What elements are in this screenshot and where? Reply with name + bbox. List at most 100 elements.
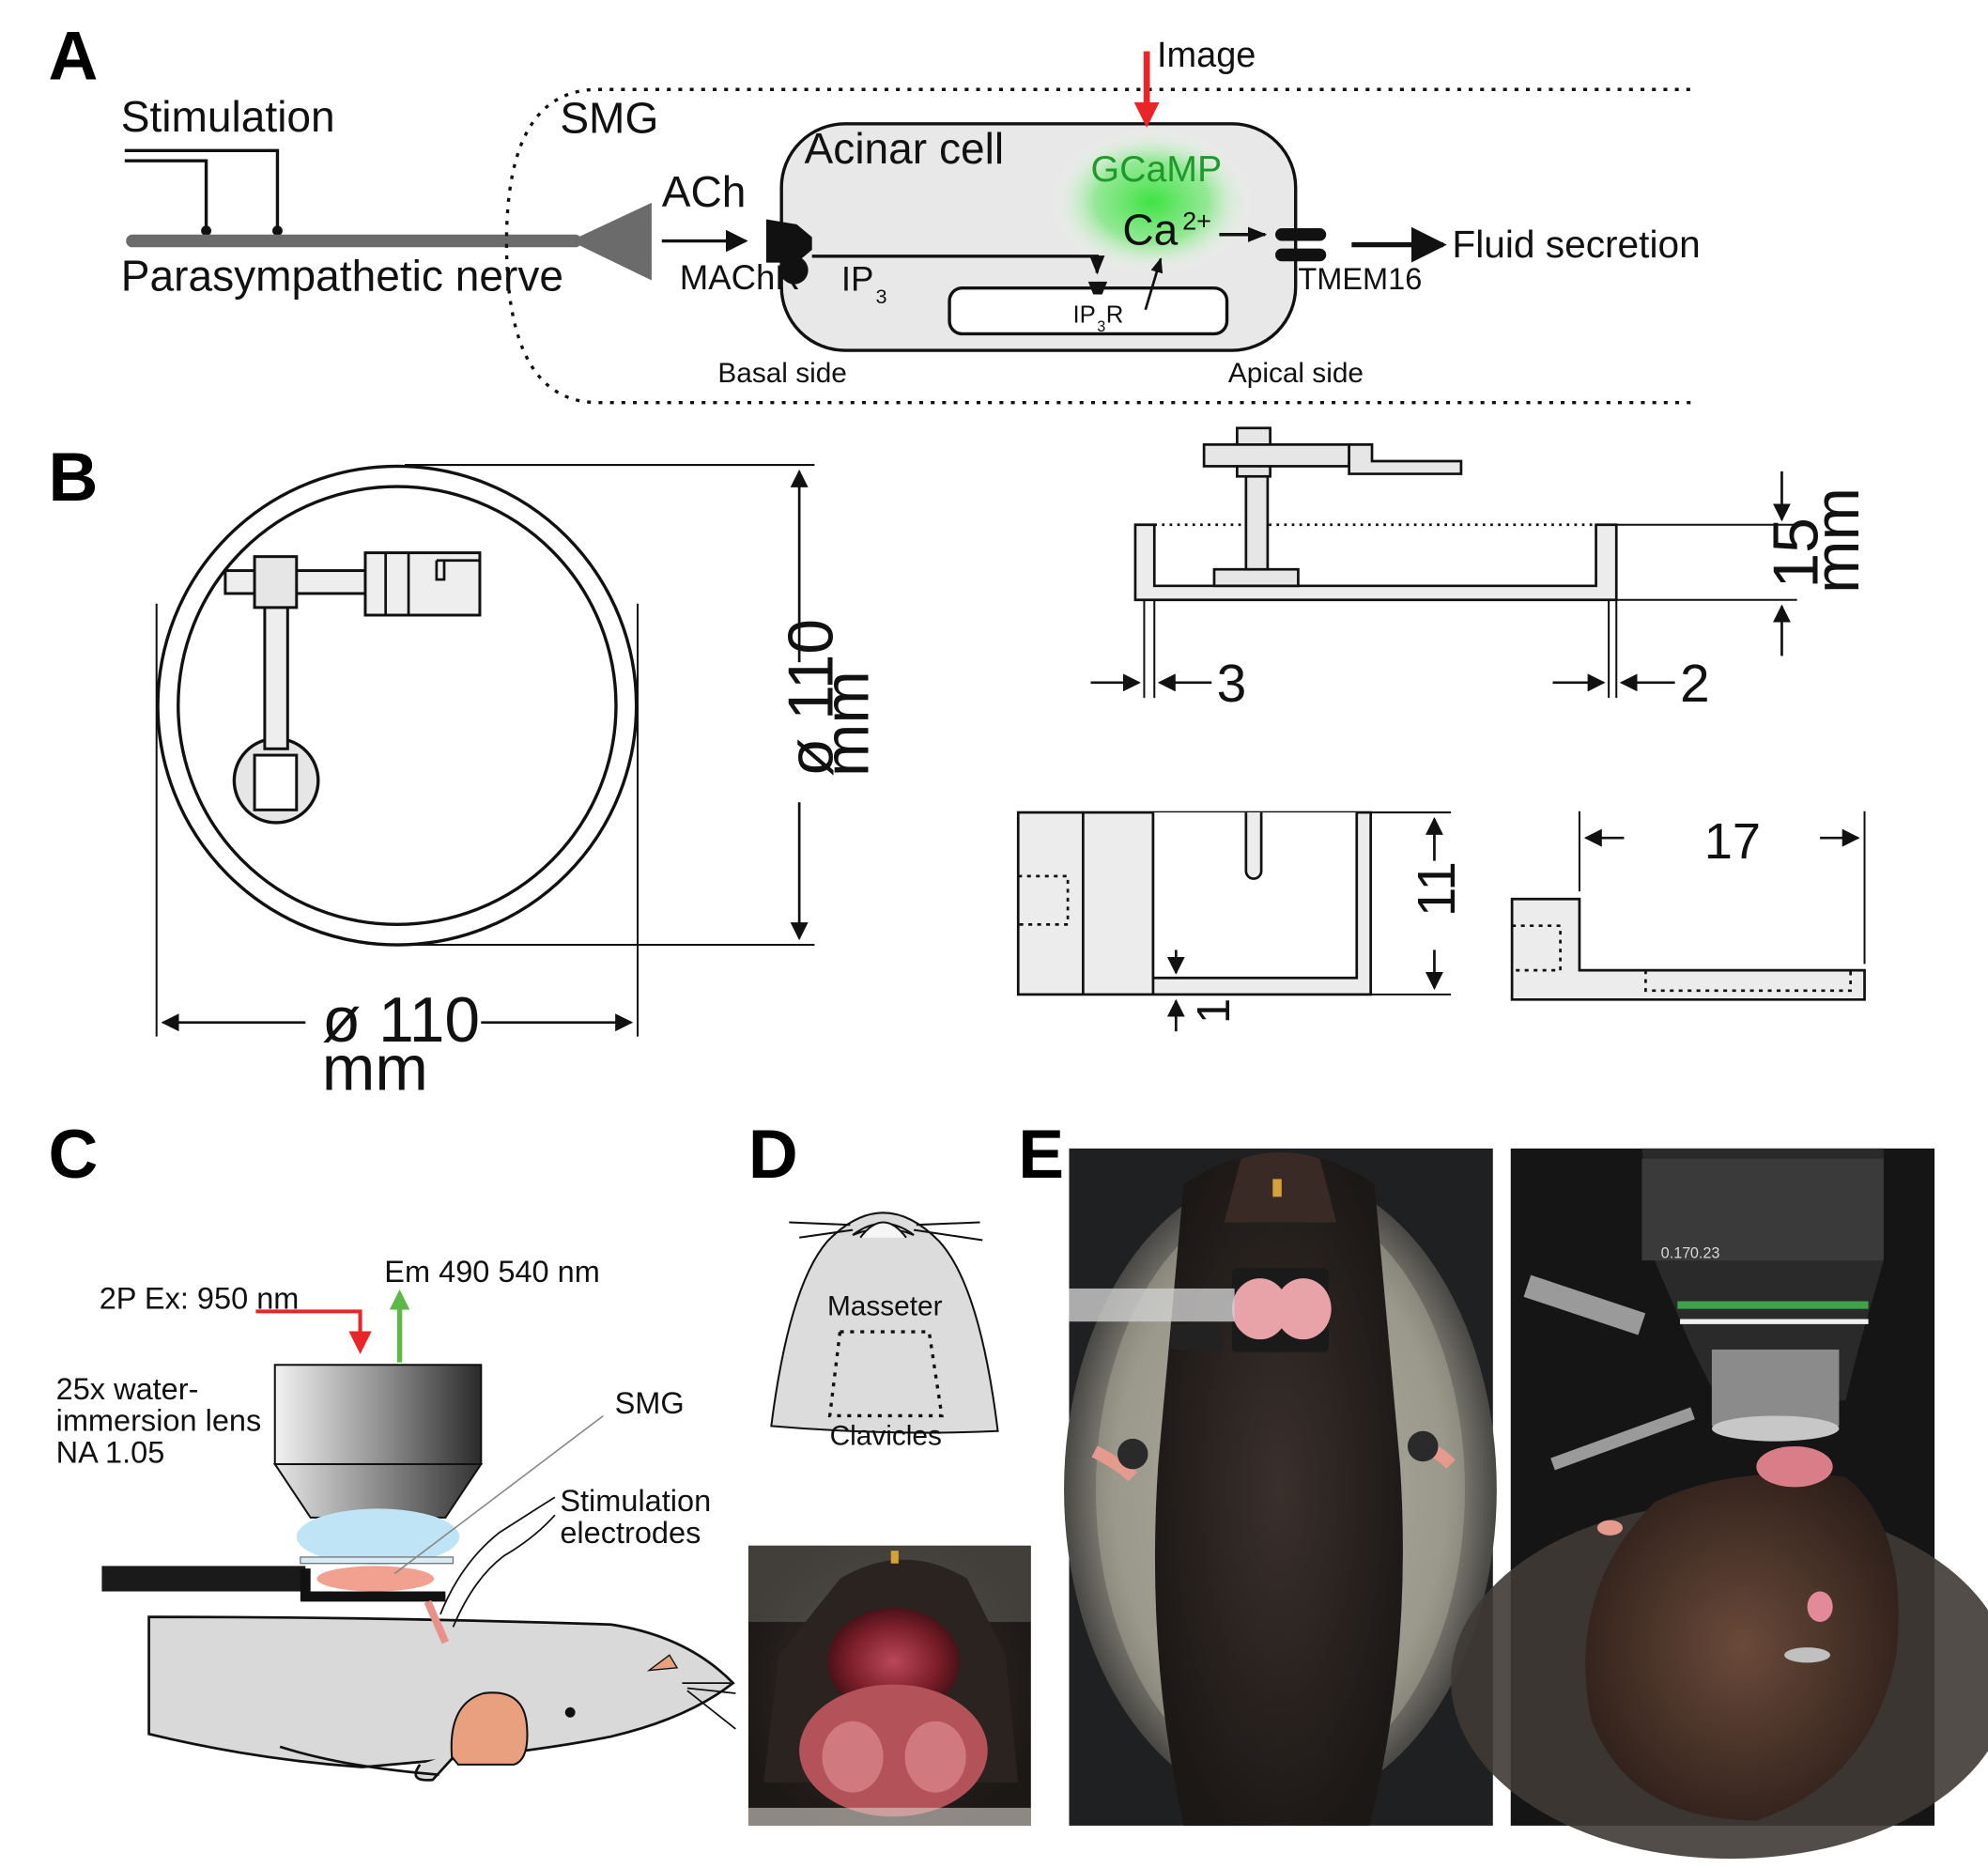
panel-a: A Stimulation Parasympathetic nerve SMG … <box>49 17 1701 405</box>
fluid-secretion-label: Fluid secretion <box>1452 223 1700 266</box>
cover-glass <box>300 1556 455 1565</box>
clamp-thickness: 1 <box>1189 998 1240 1024</box>
panel-e: E 0.17 0.23 <box>1018 1116 1988 1860</box>
stimulation-label: Stimulation <box>121 92 335 141</box>
post-clamp-block <box>253 555 299 610</box>
clamp-hidden-hole <box>1018 874 1070 926</box>
gcamp-label: GCaMP <box>1091 148 1223 190</box>
l-bar-hidden-hole <box>1512 924 1562 972</box>
machr-label: MAChR <box>680 258 800 297</box>
lens-label-3: NA 1.05 <box>56 1436 165 1470</box>
mouse-head-ventral <box>770 1212 999 1434</box>
ip3-arrow <box>811 255 1105 275</box>
acinar-cell-label: Acinar cell <box>805 124 1005 173</box>
electrode-contact-1 <box>201 225 211 237</box>
bar-length: 17 <box>1704 813 1761 870</box>
objective-body <box>273 1364 483 1466</box>
tmem16-label: TMEM16 <box>1298 262 1422 296</box>
objective-marking-2: 0.23 <box>1690 1244 1720 1261</box>
nerve-terminal <box>570 202 652 281</box>
post-bar-side <box>1202 443 1350 468</box>
smg-leader <box>393 1414 604 1575</box>
panel-d: D Masseter Clavicles <box>747 1116 1031 1826</box>
excitation-label: 2P Ex: 950 nm <box>100 1282 300 1316</box>
photo-microscope-setup: 0.17 0.23 <box>1451 1148 1988 1860</box>
dish-depth-unit: mm <box>1802 487 1872 594</box>
water-droplet <box>296 1508 460 1566</box>
photo-mouse-incision <box>747 1545 1031 1826</box>
wall-left-thickness: 3 <box>1217 654 1247 714</box>
clavicles-label: Clavicles <box>830 1421 942 1452</box>
objective-white-ring <box>1680 1319 1869 1324</box>
photo-mouse-on-stage <box>1064 1148 1497 1826</box>
dish-side-view <box>1133 523 1618 602</box>
objective-green-ring <box>1677 1301 1869 1309</box>
l-bar-side-view <box>1510 897 1866 1001</box>
smg-label: SMG <box>560 93 658 142</box>
dish-diameter-vertical: ø 110 <box>776 619 846 777</box>
smg-label-c: SMG <box>615 1386 685 1420</box>
masseter-label: Masseter <box>827 1290 943 1321</box>
gcamp-glow <box>1050 127 1254 276</box>
endoplasmic-reticulum <box>948 286 1229 336</box>
post-base-side <box>1212 567 1300 588</box>
image-label: Image <box>1157 36 1256 75</box>
stim-electrode-wire-2 <box>439 1496 556 1615</box>
ip3r-label-b: R <box>1106 301 1124 328</box>
dish-diameter-horizontal-unit: mm <box>322 1034 428 1104</box>
ip3-label: IP <box>841 259 874 298</box>
lens-label-1: 25x water- <box>56 1372 199 1406</box>
objective-nose <box>272 1462 484 1519</box>
stim-electrode-wire-1 <box>452 1514 556 1628</box>
smg-boundary <box>504 87 1698 405</box>
nerve-label: Parasympathetic nerve <box>121 251 563 300</box>
ip3r-label-a: IP <box>1073 301 1096 328</box>
stimulation-wires <box>124 148 280 231</box>
calcium-charge: 2+ <box>1182 206 1211 235</box>
l-bar-hidden-slot <box>1644 970 1852 993</box>
incision-outline <box>827 1330 944 1418</box>
smg-tissue <box>316 1566 435 1592</box>
panel-c: C 2P Ex: 950 nm Em 490 540 nm 25x water-… <box>49 1116 736 1782</box>
excitation-arrow <box>255 1309 372 1354</box>
objective-marking-1: 0.17 <box>1661 1244 1691 1261</box>
mouse-nose <box>646 1654 679 1672</box>
ip3r-label-sub: 3 <box>1097 318 1105 335</box>
clamp-notch <box>1244 812 1263 880</box>
mouse-ear <box>450 1691 529 1766</box>
exposed-smg-tissue <box>424 1599 450 1644</box>
head-plate-holder-top <box>363 551 482 617</box>
wall-right-thickness: 2 <box>1680 654 1710 714</box>
lens-label-2: immersion lens <box>56 1404 262 1438</box>
stim-electrodes-label-1: Stimulation <box>560 1484 711 1518</box>
tmem16-channel-bottom <box>1275 248 1327 262</box>
ip3-receptor <box>1087 281 1108 295</box>
ip3-sub: 3 <box>875 285 886 308</box>
panel-c-label: C <box>49 1116 99 1193</box>
panel-b: B ø 110 mm ø 110 mm <box>49 426 1872 1104</box>
post-arm-vertical <box>263 605 289 750</box>
dish-diameter-vertical-unit: mm <box>811 671 882 777</box>
ach-label: ACh <box>662 167 747 216</box>
machr-receptor <box>765 219 812 263</box>
plate-holder <box>300 1568 446 1602</box>
apical-side-label: Apical side <box>1228 358 1364 389</box>
tmem16-channel-top <box>1275 227 1327 241</box>
calcium-label: Ca <box>1122 206 1178 255</box>
stim-electrodes-label-2: electrodes <box>560 1516 701 1550</box>
basal-side-label: Basal side <box>717 358 846 389</box>
clamp-height: 11 <box>1407 861 1467 917</box>
dish-diameter-horizontal: ø 110 <box>322 985 480 1056</box>
calcium-release-arrow <box>1144 256 1164 311</box>
panel-a-label: A <box>49 17 99 94</box>
panel-e-label: E <box>1018 1116 1064 1193</box>
g-protein <box>779 255 809 285</box>
panel-d-label: D <box>748 1116 798 1193</box>
emission-label: Em 490 540 nm <box>384 1255 600 1289</box>
post-foot <box>253 753 299 811</box>
electrode-contact-2 <box>272 225 283 237</box>
clamp-slot <box>1151 812 1359 980</box>
head-plate <box>101 1566 306 1592</box>
mouse-eye <box>564 1706 576 1718</box>
